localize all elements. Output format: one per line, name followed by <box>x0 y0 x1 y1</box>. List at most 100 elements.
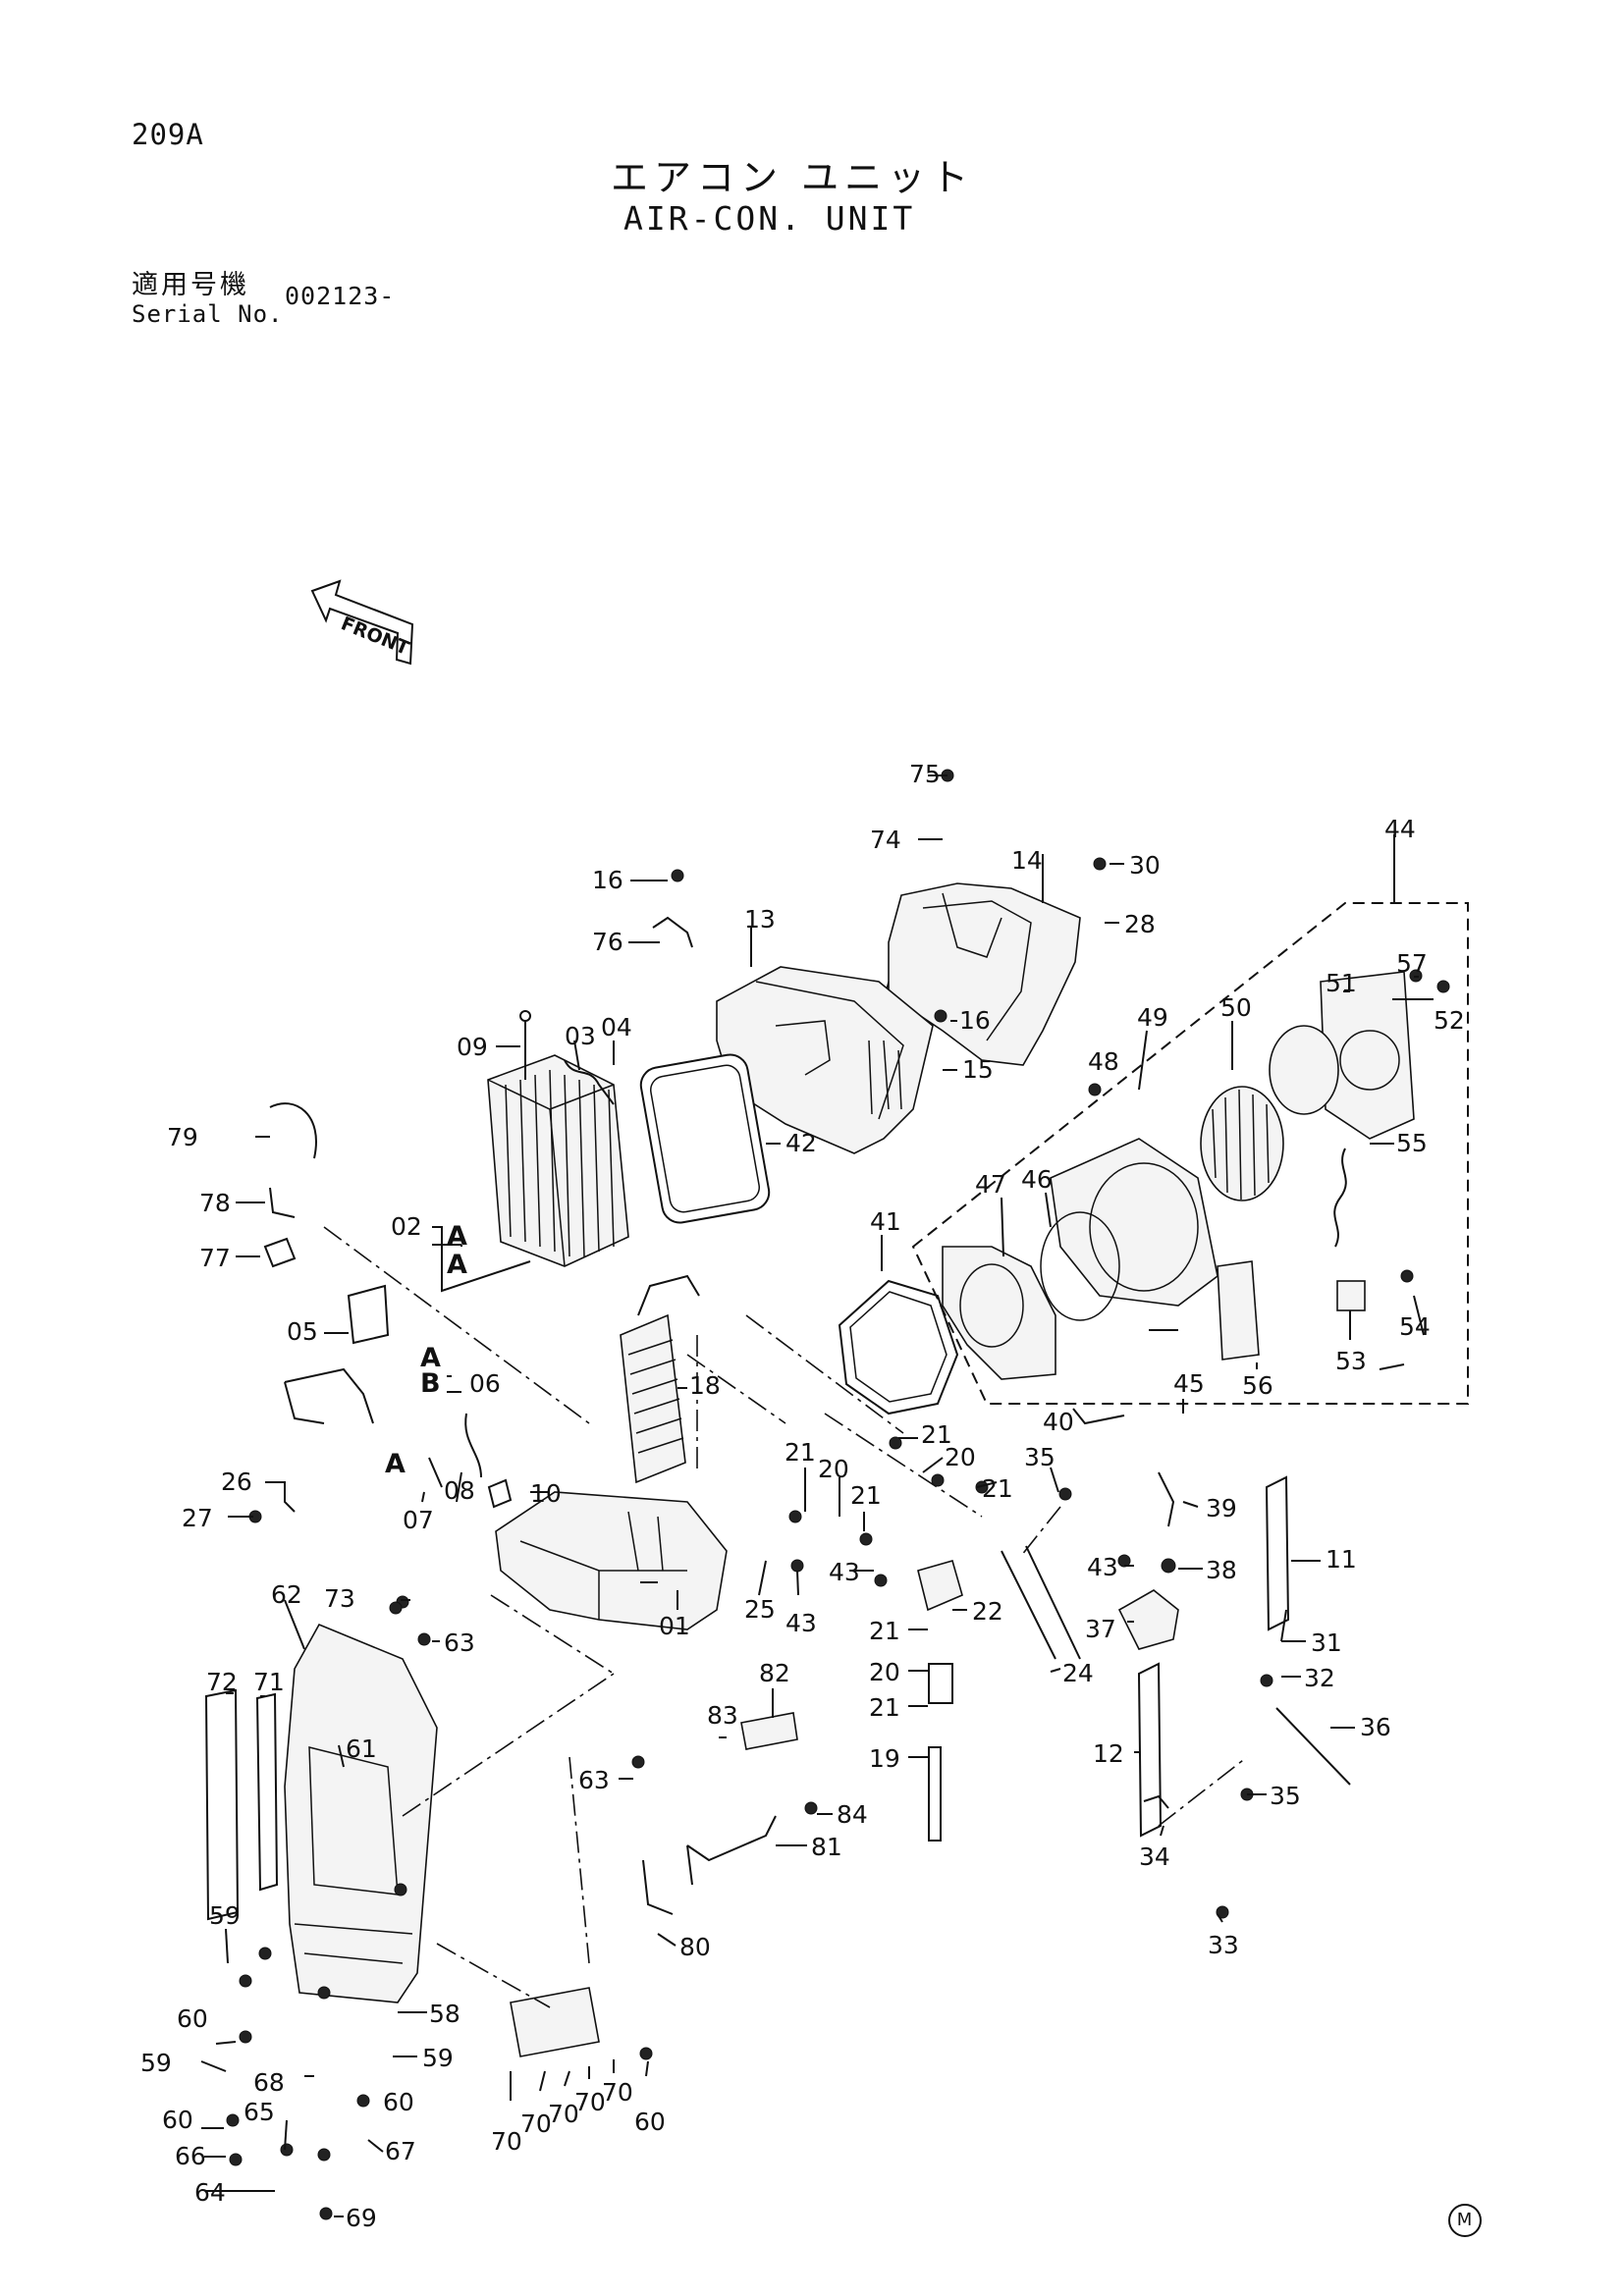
callout-74: 74 <box>870 826 901 854</box>
callout-80: 80 <box>679 1933 711 1961</box>
callout-07: 07 <box>403 1506 434 1534</box>
part-71-plate <box>255 1692 279 1892</box>
callout-15: 15 <box>962 1055 994 1084</box>
callout-03: 03 <box>565 1022 596 1050</box>
callout-60c: 60 <box>162 2106 193 2134</box>
part-19-rod <box>928 1746 942 1842</box>
callout-31: 31 <box>1311 1629 1342 1657</box>
callout-26: 26 <box>221 1468 252 1496</box>
part-72-filter <box>204 1688 240 1921</box>
callout-70d: 70 <box>574 2088 606 2116</box>
callout-B: B <box>420 1368 441 1399</box>
callout-35b: 35 <box>1270 1782 1301 1810</box>
part-62-duct <box>284 1623 438 2003</box>
callout-35a: 35 <box>1024 1443 1056 1471</box>
part-05-sensor <box>347 1284 390 1345</box>
callout-42: 42 <box>785 1129 817 1157</box>
page-title-en: AIR-CON. UNIT <box>623 199 916 238</box>
callout-79: 79 <box>167 1123 198 1151</box>
part-18-heater-core <box>620 1274 700 1484</box>
part-82-pad <box>740 1712 798 1750</box>
callout-43c: 43 <box>1087 1553 1118 1581</box>
bolt-marks <box>226 769 1450 2220</box>
callout-70e: 70 <box>602 2078 633 2107</box>
callout-05: 05 <box>287 1317 318 1346</box>
callout-21a: 21 <box>921 1420 952 1449</box>
callout-32: 32 <box>1304 1664 1335 1692</box>
callout-77: 77 <box>199 1244 231 1272</box>
part-37-actuator <box>1117 1589 1179 1650</box>
callout-A2: A <box>447 1250 467 1280</box>
part-08-sensor <box>464 1413 482 1478</box>
part-06-pipe <box>284 1367 374 1424</box>
callout-19: 19 <box>869 1744 900 1773</box>
callout-28: 28 <box>1124 910 1156 938</box>
callout-53: 53 <box>1335 1347 1367 1375</box>
callout-10: 10 <box>530 1479 562 1508</box>
callout-02: 02 <box>391 1212 422 1241</box>
serial-value: 002123- <box>285 282 396 310</box>
part-79-harness <box>269 1102 317 1159</box>
callout-21b: 21 <box>785 1438 816 1467</box>
callout-69: 69 <box>346 2204 377 2232</box>
callout-59b: 59 <box>140 2049 172 2077</box>
callout-01: 01 <box>659 1612 690 1640</box>
part-42-gasket <box>639 1053 771 1224</box>
callout-57: 57 <box>1396 949 1428 978</box>
callout-34: 34 <box>1139 1842 1170 1871</box>
part-78-harness <box>269 1187 296 1218</box>
callout-45: 45 <box>1173 1369 1205 1398</box>
callout-33: 33 <box>1208 1931 1239 1959</box>
front-arrow-icon: FRONT <box>310 579 414 666</box>
callout-49: 49 <box>1137 1003 1168 1032</box>
part-24-pipe <box>1001 1550 1056 1660</box>
callout-73: 73 <box>324 1584 355 1613</box>
callout-06: 06 <box>469 1369 501 1398</box>
callout-60b: 60 <box>383 2088 414 2116</box>
callout-A1: A <box>447 1221 467 1252</box>
part-03-sensor <box>564 1059 615 1105</box>
part-49-scroll <box>1050 1138 1218 1307</box>
callout-11: 11 <box>1326 1545 1357 1574</box>
callout-82: 82 <box>759 1659 790 1687</box>
callout-18: 18 <box>689 1371 721 1400</box>
part-55-harness <box>1333 1148 1347 1248</box>
part-70-relays <box>510 1987 600 2057</box>
part-34-clip <box>1143 1794 1169 1809</box>
callout-50: 50 <box>1220 993 1252 1022</box>
part-50-fan <box>1200 1086 1284 1201</box>
callout-83: 83 <box>707 1701 738 1730</box>
callout-30: 30 <box>1129 851 1161 880</box>
callout-63b: 63 <box>578 1766 610 1794</box>
callout-25: 25 <box>744 1595 776 1624</box>
part-76-clamp <box>652 916 693 948</box>
callout-43a: 43 <box>785 1609 817 1637</box>
callout-58: 58 <box>429 2000 460 2028</box>
part-02-evaporator <box>487 1054 629 1267</box>
part-40-rod <box>1072 1408 1125 1425</box>
callout-16b: 16 <box>959 1006 991 1035</box>
callout-76: 76 <box>592 928 623 956</box>
leader-lines <box>200 774 1434 2217</box>
callout-08: 08 <box>444 1476 475 1505</box>
callout-09: 09 <box>457 1033 488 1061</box>
callout-04: 04 <box>601 1013 632 1041</box>
part-39-bracket <box>1158 1471 1175 1527</box>
callout-44: 44 <box>1384 815 1416 843</box>
callout-70a: 70 <box>491 2127 522 2156</box>
callout-21c: 21 <box>850 1481 882 1510</box>
part-47-blower-case <box>942 1246 1056 1380</box>
callout-66: 66 <box>175 2142 206 2170</box>
part-11-plate <box>1265 1475 1290 1631</box>
callout-59a: 59 <box>209 1901 241 1930</box>
serial-label-en: Serial No. <box>132 300 284 328</box>
callout-72: 72 <box>206 1668 238 1696</box>
callout-37: 37 <box>1085 1615 1116 1643</box>
callout-71: 71 <box>253 1668 285 1696</box>
part-20-sleeve-c <box>928 1663 953 1704</box>
callout-36: 36 <box>1360 1713 1391 1741</box>
callout-41: 41 <box>870 1207 901 1236</box>
callout-67: 67 <box>385 2137 416 2165</box>
callout-52: 52 <box>1434 1006 1465 1035</box>
